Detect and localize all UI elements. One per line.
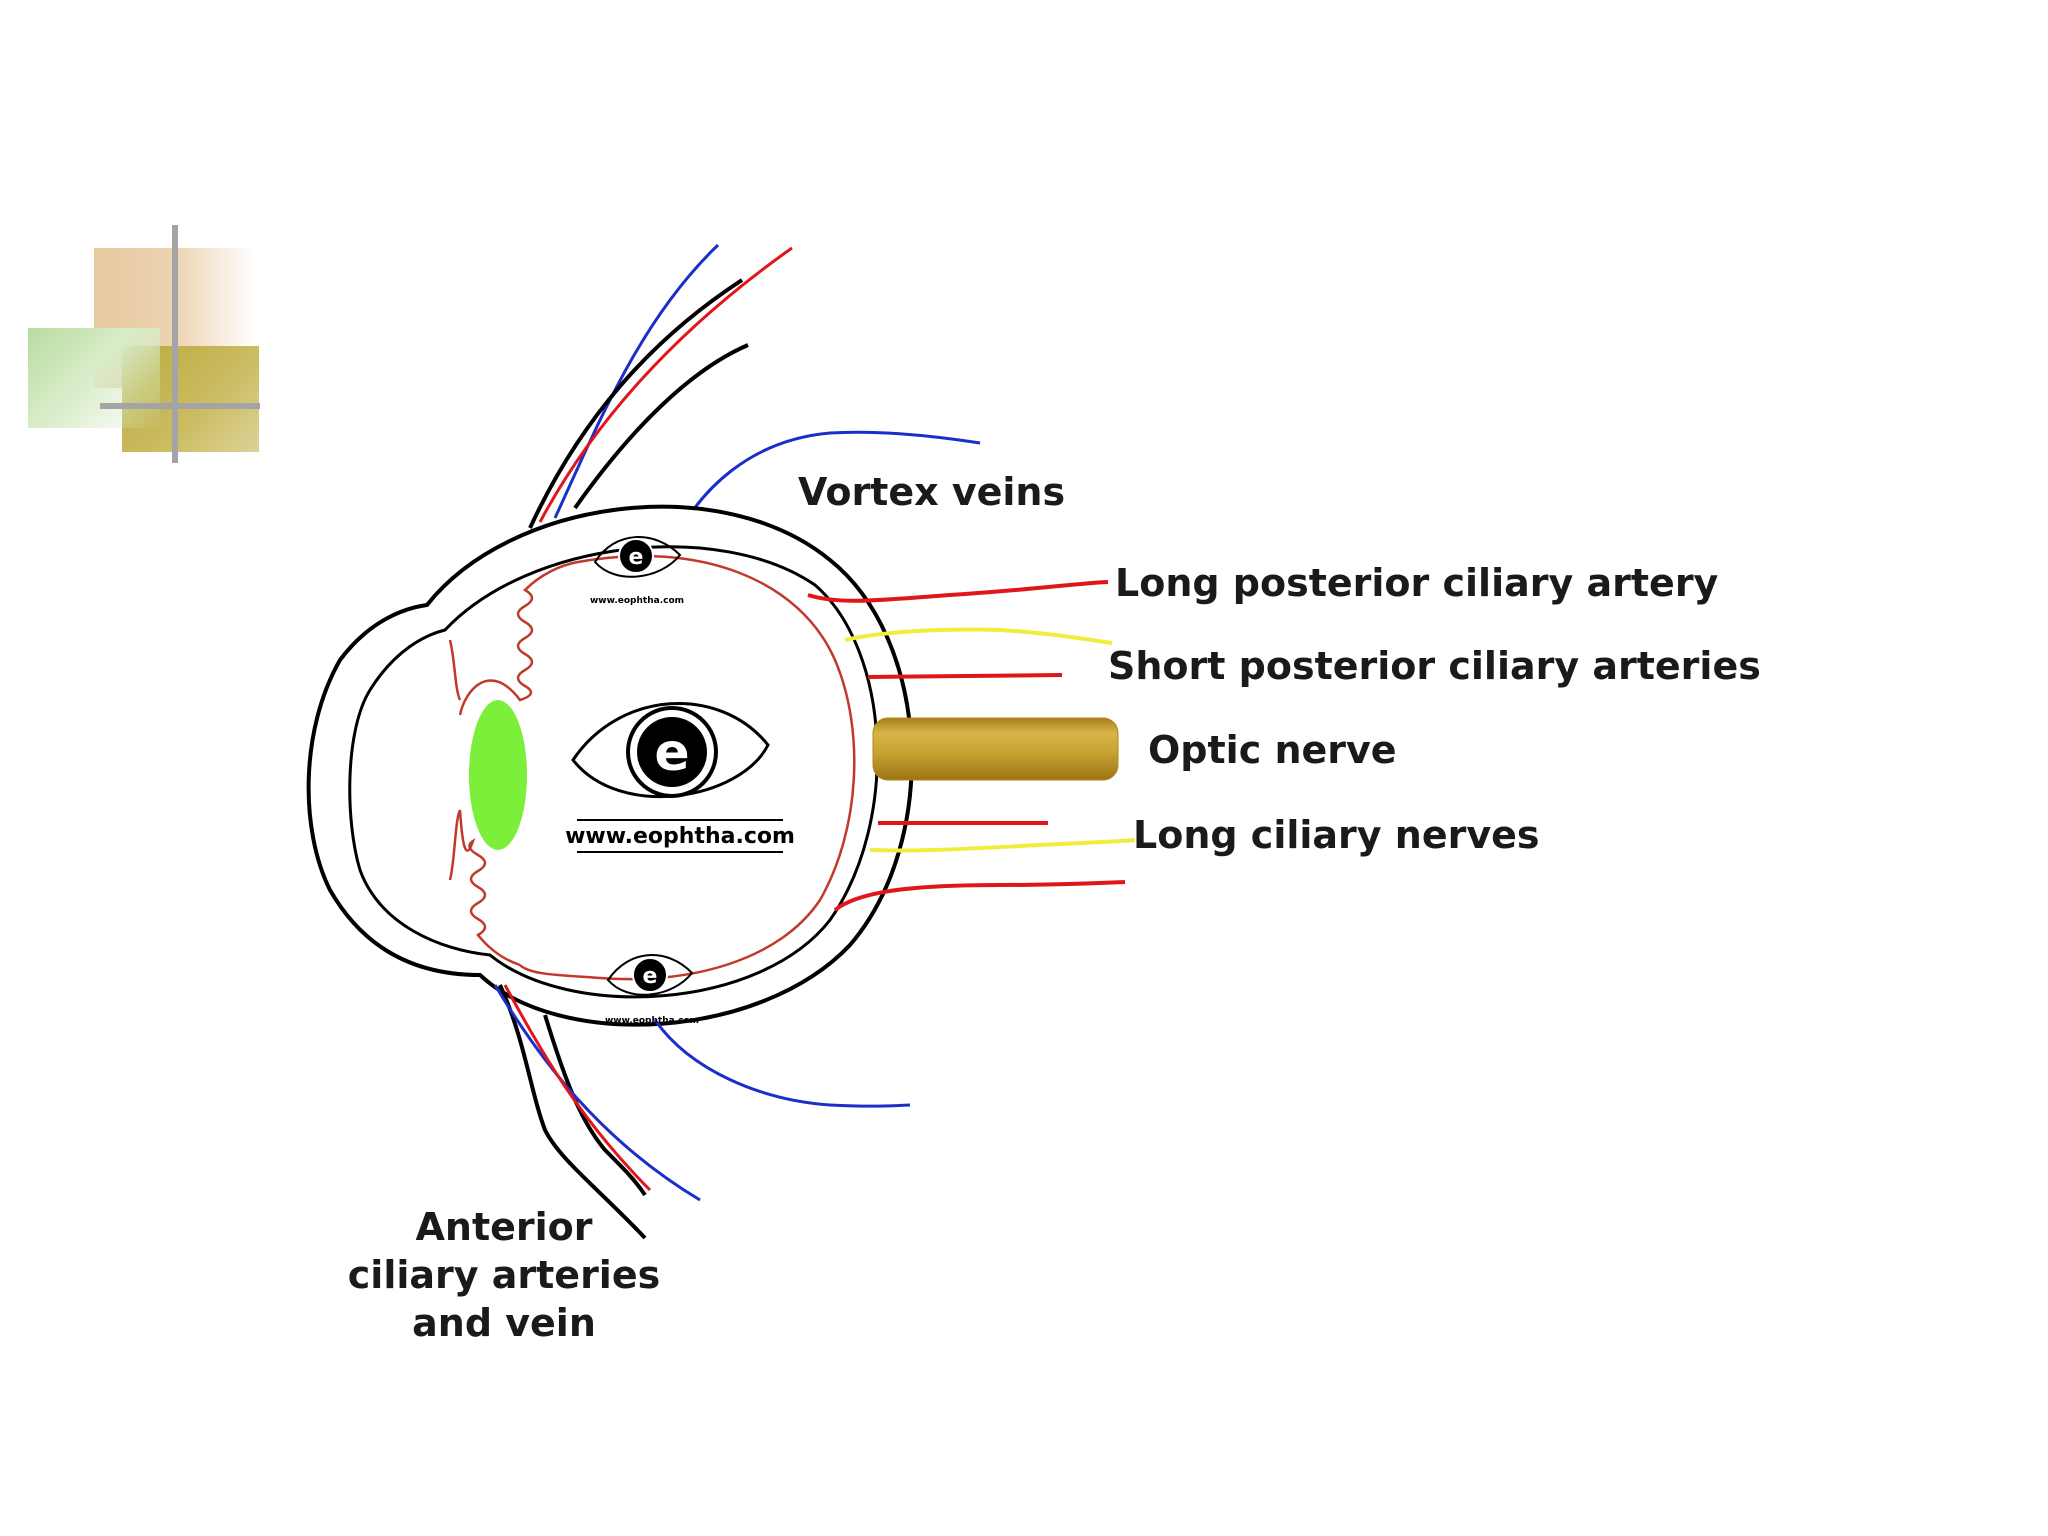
labels: Vortex veins Long posterior ciliary arte… xyxy=(348,470,1761,1345)
lower-artery xyxy=(503,984,652,1192)
label-short-posterior-ciliary-arteries: Short posterior ciliary arteries xyxy=(1108,644,1761,688)
eye-logo-letter-small-top: e xyxy=(629,545,644,570)
lower-vein xyxy=(493,984,701,1202)
ciliary-body-lower xyxy=(458,809,521,967)
eye-logo-outline-small-top xyxy=(593,536,682,578)
upper-vortex-vein xyxy=(673,430,981,541)
label-long-posterior-ciliary-artery: Long posterior ciliary artery xyxy=(1115,561,1719,605)
corner-ornament-green-block xyxy=(28,328,160,428)
short-posterior-ciliary-artery-upper xyxy=(867,673,1063,679)
optic-nerve xyxy=(872,717,1119,781)
long-posterior-ciliary-artery-upper xyxy=(807,580,1109,603)
upper-anterior-vessels xyxy=(528,243,793,529)
upper-artery xyxy=(538,246,793,523)
upper-vein xyxy=(553,243,720,519)
ciliary-body-upper xyxy=(458,560,579,716)
eye-logo-outline-small-bottom xyxy=(606,954,694,996)
watermark-bottom: e www.eophtha.com xyxy=(605,954,699,1026)
choroid-layer xyxy=(519,554,856,981)
eye-logo-pupil-small-bottom xyxy=(632,957,668,993)
sclera-inner xyxy=(348,545,879,999)
label-anterior-line-3: and vein xyxy=(412,1301,596,1345)
iris-lower xyxy=(448,809,462,881)
lens xyxy=(469,700,527,850)
corner-ornament-vertical-line xyxy=(172,225,178,463)
eyeball xyxy=(306,504,914,1027)
eye-logo-pupil-small-top xyxy=(618,538,654,574)
posterior-vessels xyxy=(807,580,1136,912)
short-ciliary-nerve-upper xyxy=(844,627,1113,645)
eye-logo-letter-small-bottom: e xyxy=(643,964,658,989)
upper-black-vessel-1 xyxy=(528,278,744,529)
eye-logo-pupil xyxy=(637,717,707,787)
corner-ornament-horizontal-line xyxy=(100,403,260,409)
lower-anterior-vessels xyxy=(493,984,701,1240)
eye-logo-letter: e xyxy=(654,723,689,783)
label-anterior-line-1: Anterior xyxy=(415,1205,592,1249)
label-anterior-line-2: ciliary arteries xyxy=(348,1253,660,1297)
watermark-center: e www.eophtha.com xyxy=(565,701,795,853)
eye-logo-outline xyxy=(571,701,770,799)
iris-upper xyxy=(448,639,462,701)
watermark-url-small-top: www.eophtha.com xyxy=(590,596,684,606)
lower-black-vessel xyxy=(498,984,647,1240)
label-vortex-veins: Vortex veins xyxy=(798,470,1065,514)
label-optic-nerve: Optic nerve xyxy=(1148,728,1397,772)
watermark-top: e www.eophtha.com xyxy=(590,536,684,606)
lower-black-vessel-2 xyxy=(543,1014,647,1197)
long-ciliary-nerve-lower xyxy=(869,838,1136,853)
label-long-ciliary-nerves: Long ciliary nerves xyxy=(1133,813,1540,857)
watermark-url-small-bottom: www.eophtha.com xyxy=(605,1016,699,1026)
long-posterior-ciliary-artery-lower xyxy=(833,880,1126,912)
watermark-url-center: www.eophtha.com xyxy=(565,824,795,849)
lower-vortex-vein xyxy=(653,1019,911,1108)
upper-black-vessel-2 xyxy=(573,343,749,510)
